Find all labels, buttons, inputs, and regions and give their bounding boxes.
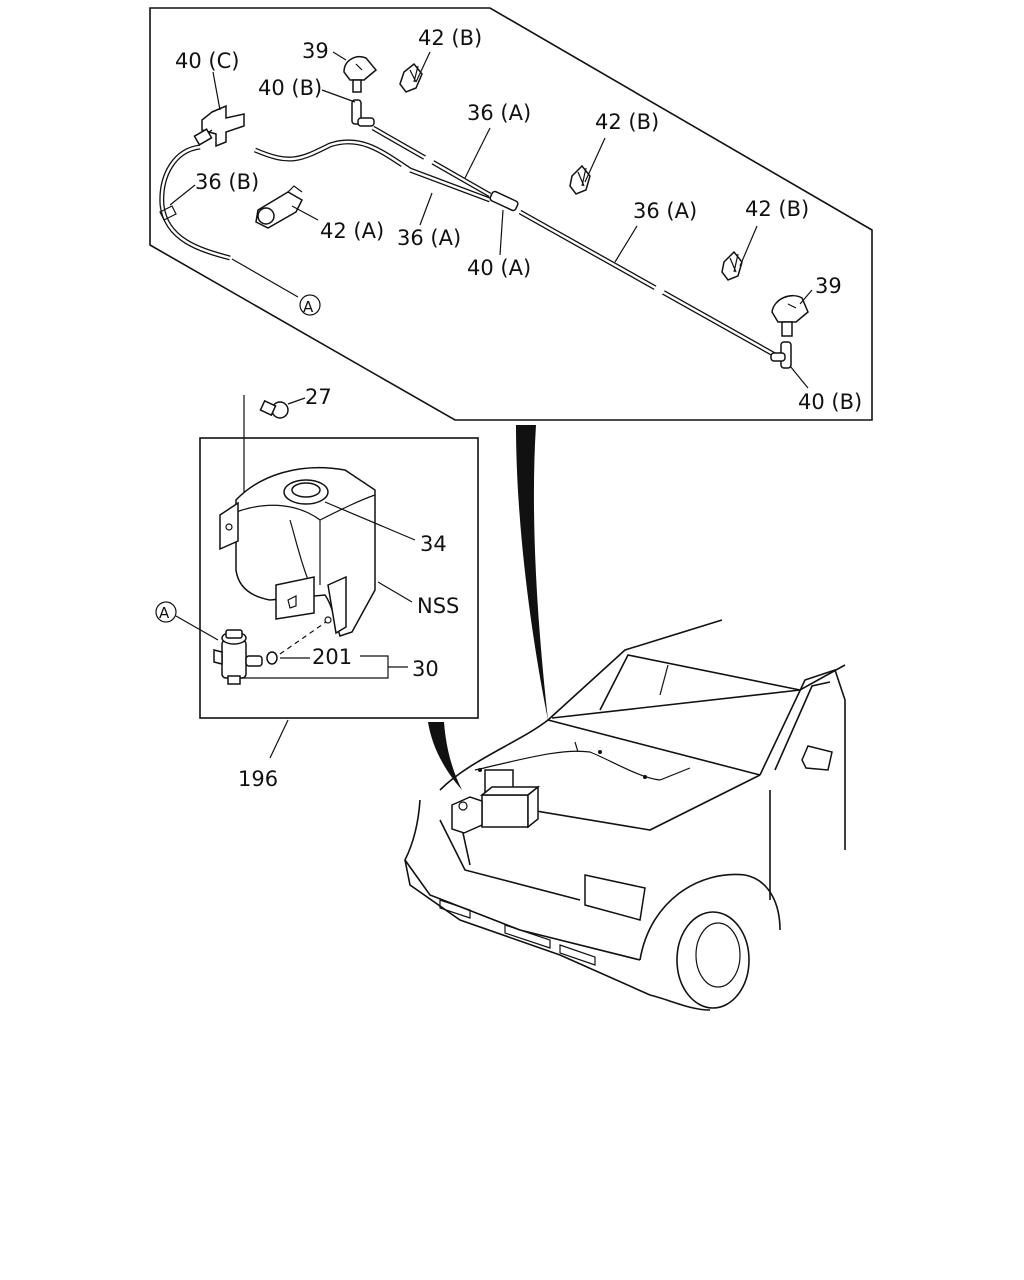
bolt-icon: [259, 397, 306, 419]
leader-lines-upper: [169, 51, 813, 389]
upper-panel: [149, 7, 873, 421]
pointer-to-tank: [428, 722, 462, 790]
label-34: 34: [420, 532, 447, 556]
tank-box: [155, 395, 479, 759]
label-36a-top: 36 (A): [467, 101, 531, 125]
hose-clip-icon: [721, 250, 743, 281]
label-36a-right: 36 (A): [633, 199, 697, 223]
label-40b-bottom: 40 (B): [798, 390, 862, 414]
label-40a: 40 (A): [467, 256, 531, 280]
label-36b: 36 (B): [195, 170, 259, 194]
tank-cap-leader: [324, 501, 416, 541]
washer-nozzle-icon: [771, 294, 809, 337]
vehicle-icon: [404, 619, 846, 1011]
label-196: 196: [238, 767, 278, 791]
label-42a: 42 (A): [320, 219, 384, 243]
hose-clip-icon: [255, 185, 303, 229]
leader-196: [269, 719, 289, 759]
label-40b-top: 40 (B): [258, 76, 322, 100]
upper-panel-frame: [149, 7, 873, 421]
pointer-to-hoses: [516, 425, 548, 720]
hose-joint-icon: [770, 341, 792, 369]
tank-box-frame: [199, 437, 479, 719]
label-39-right: 39: [815, 274, 842, 298]
callout-a-top: A: [303, 298, 314, 316]
label-27: 27: [305, 385, 332, 409]
hose-36b: [159, 144, 299, 298]
washer-tank-icon: [219, 466, 376, 637]
callout-a-circle: [299, 294, 321, 316]
hose-36a-right: [518, 209, 777, 358]
label-42b-top: 42 (B): [418, 26, 482, 50]
engine-bay: [451, 769, 541, 834]
label-201: 201: [312, 645, 352, 669]
hose-joint-icon: [351, 99, 375, 127]
hose-joint-icon: [489, 190, 519, 212]
tank-nss-leader: [377, 581, 413, 603]
label-40c: 40 (C): [175, 49, 239, 73]
label-42b-right: 42 (B): [745, 197, 809, 221]
label-42b-mid: 42 (B): [595, 110, 659, 134]
label-39-top: 39: [302, 39, 329, 63]
hose-clip-icon: [399, 62, 423, 93]
hose-clip-icon: [569, 164, 591, 195]
hose-36a-left: [254, 139, 491, 203]
callout-a-pump-circle: [155, 601, 177, 623]
hose-joint-icon: [193, 104, 245, 148]
callout-a-pump: A: [159, 604, 170, 622]
washer-nozzle-icon: [343, 56, 378, 93]
label-36a-mid: 36 (A): [397, 226, 461, 250]
washer-pump-icon: [213, 616, 332, 685]
pump-a-leader: [175, 615, 219, 641]
label-nss: NSS: [417, 594, 459, 618]
label-30: 30: [412, 657, 439, 681]
